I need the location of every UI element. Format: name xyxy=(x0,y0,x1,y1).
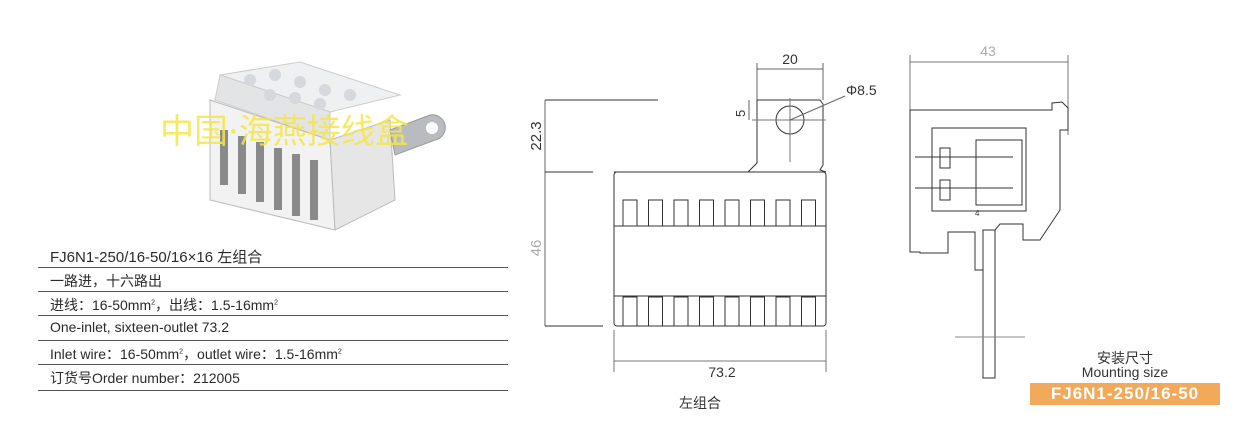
mounting-title-cn: 安装尺寸 xyxy=(1097,350,1153,366)
divider xyxy=(38,364,508,365)
dim-width: 73.2 xyxy=(708,364,735,380)
drawing-caption: 左组合 xyxy=(679,395,721,411)
spec-row: One-inlet, sixteen-outlet 73.2 xyxy=(50,319,229,335)
terminal-slot xyxy=(801,296,816,327)
product-photo xyxy=(209,61,446,231)
terminal-slot xyxy=(724,199,740,227)
side-label: 4 xyxy=(975,209,980,218)
terminal-slot xyxy=(750,296,765,327)
mounting-title-en: Mounting size xyxy=(1081,364,1169,380)
spec-row: Inlet wire：16-50mm2，outlet wire：1.5-16mm… xyxy=(50,346,342,362)
divider xyxy=(38,291,508,292)
side-view-drawing xyxy=(909,55,1069,379)
spec-row: 一路进，十六路出 xyxy=(50,273,162,289)
dim-tab-height: 22.3 xyxy=(528,121,545,150)
terminal-slot xyxy=(673,199,689,227)
terminal-slot xyxy=(648,296,663,327)
terminal-slot xyxy=(724,296,740,327)
terminal-slot xyxy=(699,296,714,327)
terminal-slot xyxy=(775,199,791,227)
front-view-drawing xyxy=(544,63,846,372)
terminal-slot xyxy=(648,199,663,227)
terminal-slot xyxy=(622,296,638,327)
watermark: 中国·海燕接线盒 xyxy=(160,112,409,152)
terminal-slot xyxy=(750,199,765,227)
dim-offset: 5 xyxy=(733,110,748,117)
terminal-slot xyxy=(673,296,689,327)
terminal-slot xyxy=(775,296,791,327)
divider xyxy=(38,267,508,268)
dim-body-height: 46 xyxy=(528,240,545,257)
dim-depth: 43 xyxy=(980,43,996,59)
spec-row: 进线：16-50mm2，出线：1.5-16mm2 xyxy=(50,297,278,313)
terminal-slot xyxy=(622,199,638,227)
terminal-slot xyxy=(801,199,816,227)
divider xyxy=(38,315,508,316)
model-badge: FJ6N1-250/16-50 xyxy=(1030,383,1220,405)
terminal-slot xyxy=(699,199,714,227)
product-title: FJ6N1-250/16-50/16×16 左组合 xyxy=(50,249,263,266)
dim-tab-width: 20 xyxy=(782,51,798,67)
divider xyxy=(38,340,508,341)
spec-row: 订货号Order number：212005 xyxy=(50,370,240,386)
divider xyxy=(38,390,508,391)
dim-hole-diameter: Φ8.5 xyxy=(846,82,877,98)
